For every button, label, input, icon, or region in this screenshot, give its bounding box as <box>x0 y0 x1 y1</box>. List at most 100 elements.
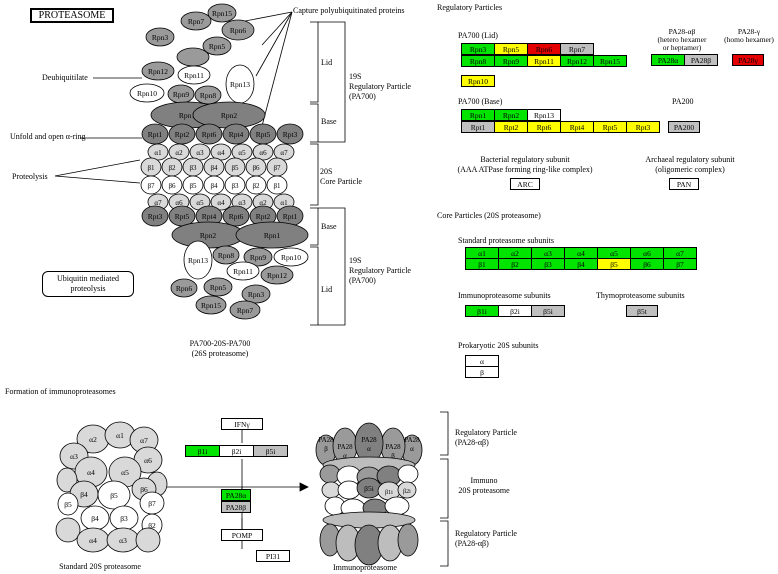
lid-gene-box-0[interactable]: Rpn3 <box>461 43 495 55</box>
formation-immuno-box-1[interactable]: β2i <box>219 445 254 457</box>
std-beta4b-label: β4 <box>91 514 99 523</box>
archaeal-line: Archaeal regulatory subunit <box>645 155 735 164</box>
formation-pa28-box-0[interactable]: PA28α <box>221 489 251 501</box>
formation-pa28-box-1[interactable]: PA28β <box>221 501 251 513</box>
rp-pa28-bottom-label: Regulatory Particle (PA28-αβ) <box>455 529 517 549</box>
ubiquitin-line: proteolysis <box>70 284 106 293</box>
immunoproteasome-caption: Immunoproteasome <box>333 563 397 572</box>
subunit-rpt-bottom-3-label: Rpt6 <box>229 212 244 221</box>
base-gene-box-3[interactable]: Rpt4 <box>560 121 594 133</box>
beta-subunit-box-0[interactable]: β1 <box>465 258 499 270</box>
beta-subunit-box-2[interactable]: β3 <box>531 258 565 270</box>
lid-gene-box-3[interactable]: Rpn7 <box>560 43 594 55</box>
std-alpha5-label: α5 <box>121 468 129 477</box>
lid-gene-box-3[interactable]: Rpn12 <box>560 55 594 67</box>
subunit-rpt-top-3-label: Rpt4 <box>229 130 244 139</box>
arc-box[interactable]: ARC <box>510 178 540 190</box>
subunit-rpn3-bottom <box>241 284 271 304</box>
std-alpha7-label: α7 <box>140 436 148 445</box>
std-alpha3-label: α3 <box>70 452 78 461</box>
subunit-beta-lower-5-label: β2 <box>252 182 260 190</box>
lid-gene-box-2[interactable]: Rpn11 <box>527 55 561 67</box>
subunit-beta-lower-4 <box>224 175 246 195</box>
subunit-beta-upper-2-label: β3 <box>189 164 197 172</box>
subunit-alpha-top-5-label: α6 <box>259 149 267 157</box>
subunit-beta-lower-4-label: β3 <box>231 182 239 190</box>
imm-cap-b-label: α <box>343 452 347 460</box>
lid-gene-box-1[interactable]: Rpn9 <box>494 55 528 67</box>
subunit-rpt-top-5-label: Rpt3 <box>283 130 298 139</box>
thymo-b5t-box[interactable]: β5t <box>626 305 658 317</box>
formation-immuno-box-2[interactable]: β5i <box>253 445 288 457</box>
rp19s-line: Regulatory Particle <box>349 82 411 91</box>
subunit-beta-lower-3 <box>203 175 225 195</box>
subunit-rpn8 <box>194 85 222 105</box>
subunit-rpn8-label: Rpn8 <box>200 91 217 100</box>
ubiquitin-mediated-proteolysis-link[interactable]: Ubiquitin mediated proteolysis <box>42 271 134 297</box>
immuno-subunit-box-2[interactable]: β5i <box>531 305 565 317</box>
pathway-title-box[interactable]: PROTEASOME <box>30 8 114 23</box>
subunit-beta-lower-2-label: β5 <box>189 182 197 190</box>
subunit-rpn6-label: Rpn6 <box>230 26 247 35</box>
lid-gene-box-4[interactable]: Rpn15 <box>593 55 627 67</box>
formation-immuno-box-0[interactable]: β1i <box>185 445 220 457</box>
beta-subunit-box-5[interactable]: β6 <box>630 258 664 270</box>
pa200-box[interactable]: PA200 <box>668 121 700 133</box>
subunit-rpn1-top-label: Rpn1 <box>179 111 196 120</box>
subunit-rpn13-bottom-label: Rpn13 <box>188 256 208 265</box>
rp19s-line: (PA700) <box>349 276 376 285</box>
imm-cap-a-label: β <box>324 445 328 453</box>
lid-gene-box-2[interactable]: Rpn6 <box>527 43 561 55</box>
lid-gene-box-0[interactable]: Rpn8 <box>461 55 495 67</box>
subunit-alpha-top-3-label: α4 <box>217 149 225 157</box>
base-gene-box-0[interactable]: Rpn1 <box>461 109 495 121</box>
subunit-rpt-bottom-4-label: Rpt2 <box>256 212 271 221</box>
pa28g-line: (homo hexamer) <box>724 35 774 44</box>
immuno-subunit-box-0[interactable]: β1i <box>465 305 499 317</box>
pi31-box[interactable]: PI31 <box>256 550 290 562</box>
imm-cap-a-label: PA28 <box>318 436 334 444</box>
beta-subunit-box-1[interactable]: β2 <box>498 258 532 270</box>
subunit-rpt-top-0-label: Rpt1 <box>148 130 163 139</box>
base-gene-box-2[interactable]: Rpn13 <box>527 109 561 121</box>
pomp-box[interactable]: POMP <box>221 529 263 541</box>
subunit-rpn12 <box>141 61 175 81</box>
subunit-alpha-top-3 <box>210 143 232 161</box>
standard-subunits-label: Standard proteasome subunits <box>458 236 554 245</box>
base-gene-box-2[interactable]: Rpt6 <box>527 121 561 133</box>
subunit-alpha-bottom-5-label: α2 <box>259 199 267 207</box>
lid-gene-box-1[interactable]: Rpn5 <box>494 43 528 55</box>
base-gene-box-5[interactable]: Rpt3 <box>626 121 660 133</box>
std-beta3-label: β3 <box>120 514 128 523</box>
unfold-label: Unfold and open α-ring <box>10 132 86 141</box>
beta-subunit-box-6[interactable]: β7 <box>663 258 697 270</box>
pa28g-box[interactable]: PA28γ <box>732 54 764 66</box>
beta-subunit-box-4[interactable]: β5 <box>597 258 631 270</box>
imm-cap-e-label: PA28 <box>404 436 420 444</box>
pa28-gene-box-1[interactable]: PA28β <box>684 54 718 66</box>
ifn-gamma-box[interactable]: IFNγ <box>221 418 263 430</box>
pa28-gene-box-0[interactable]: PA28α <box>651 54 685 66</box>
complex-caption-line: PA700-20S-PA700 <box>189 339 251 348</box>
lid-gene-box-0[interactable]: Rpn10 <box>461 75 495 87</box>
subunit-beta-lower-3-label: β4 <box>210 182 218 190</box>
std-beta5b <box>57 492 79 516</box>
beta-subunit-box-3[interactable]: β4 <box>564 258 598 270</box>
immuno-subunit-box-1[interactable]: β2i <box>498 305 532 317</box>
prokaryotic-beta-box[interactable]: β <box>465 366 499 378</box>
rp19s-label-bottom: 19S Regulatory Particle (PA700) <box>349 256 411 286</box>
base-gene-box-1[interactable]: Rpt2 <box>494 121 528 133</box>
core20s-line: Core Particle <box>320 177 362 186</box>
std-beta4-label: β4 <box>80 490 88 499</box>
rp19s-line: (PA700) <box>349 92 376 101</box>
subunit-rpt-bottom-3 <box>222 205 250 227</box>
base-gene-box-1[interactable]: Rpn2 <box>494 109 528 121</box>
rp-pa28-line: (PA28-αβ) <box>455 438 489 447</box>
std-beta7-label: β7 <box>148 499 156 508</box>
subunit-rpn7-label: Rpn7 <box>188 17 205 26</box>
base-gene-box-0[interactable]: Rpt1 <box>461 121 495 133</box>
pan-box[interactable]: PAN <box>669 178 699 190</box>
subunit-rpt-bottom-2-label: Rpt4 <box>202 212 217 221</box>
base-gene-box-4[interactable]: Rpt5 <box>593 121 627 133</box>
subunit-rpt-top-2-label: Rpt6 <box>202 130 217 139</box>
